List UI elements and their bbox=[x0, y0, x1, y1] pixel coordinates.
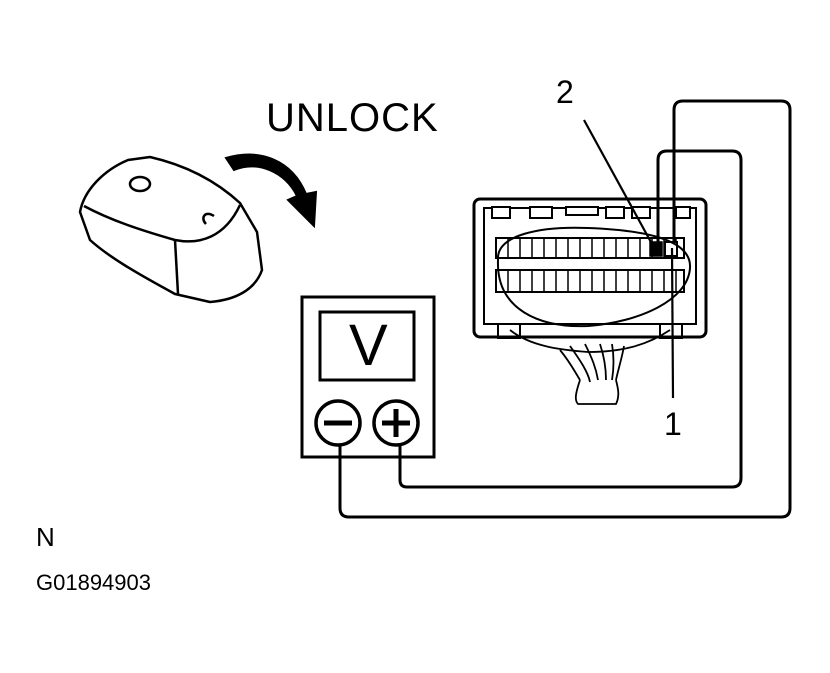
curved-arrow-icon bbox=[224, 153, 318, 229]
unlock-label: UNLOCK bbox=[266, 96, 439, 140]
terminal-2-marker bbox=[649, 241, 663, 257]
terminal-2-label: 2 bbox=[556, 74, 574, 110]
remote-key-icon bbox=[78, 155, 264, 304]
view-letter: N bbox=[36, 522, 55, 552]
negative-lead bbox=[338, 99, 792, 519]
figure-code: G01894903 bbox=[36, 570, 151, 595]
positive-lead bbox=[398, 149, 743, 489]
probe-wires bbox=[338, 99, 792, 519]
callout-lines bbox=[583, 119, 675, 399]
meter-symbol: V bbox=[349, 313, 388, 378]
callout-1-line bbox=[670, 247, 675, 399]
voltmeter-icon bbox=[300, 295, 436, 459]
terminal-1-label: 1 bbox=[664, 406, 682, 442]
connector-icon bbox=[472, 197, 708, 405]
callout-2-line bbox=[583, 119, 653, 245]
